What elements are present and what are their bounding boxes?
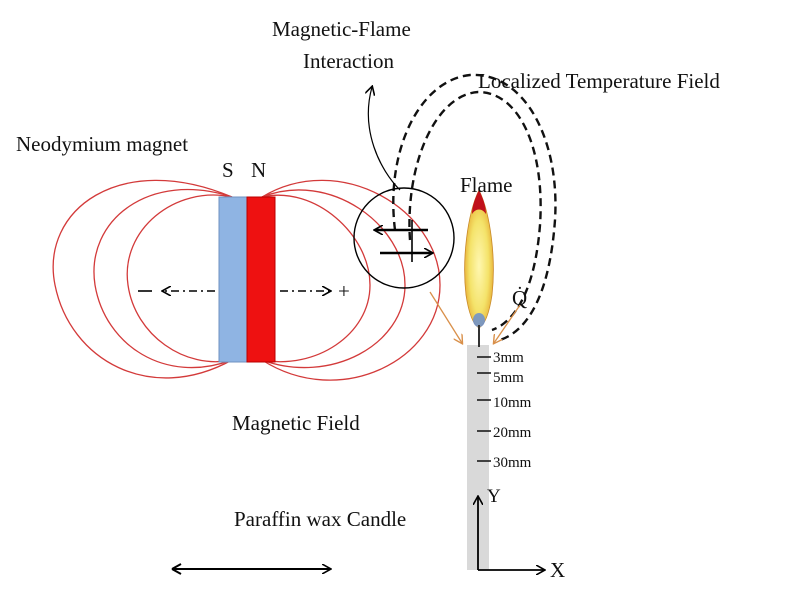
- height-ticks: [477, 356, 491, 462]
- tick-label: 5mm: [493, 370, 524, 386]
- heat-arrow-right: [494, 304, 521, 343]
- flame-tip: [472, 190, 486, 214]
- pole-n-label: N: [251, 158, 266, 182]
- axis-x-label: X: [550, 558, 565, 582]
- candle-body: [467, 345, 489, 570]
- flame-label: Flame: [460, 173, 513, 197]
- heat-label: Q̇: [512, 286, 527, 310]
- flame-blue-base: [473, 313, 485, 327]
- candle-label: Paraffin wax Candle: [234, 507, 406, 531]
- interaction-circle: [353, 187, 455, 289]
- temperature-field-loops: [392, 73, 557, 342]
- interaction-label-2: Interaction: [303, 49, 394, 73]
- tick-label: 10mm: [493, 395, 532, 411]
- plus-sign: +: [338, 279, 350, 303]
- flame-shape: [464, 189, 494, 329]
- tick-label: 3mm: [493, 350, 524, 366]
- tick-label: 30mm: [493, 455, 532, 471]
- temperature-field-label: Localized Temperature Field: [478, 69, 720, 93]
- field-lines-right: [261, 179, 441, 381]
- pole-s-label: S: [222, 158, 234, 182]
- axis-y-label: Y: [487, 486, 501, 507]
- movement-arrow-left-head: [171, 563, 182, 575]
- interaction-label-1: Magnetic-Flame: [272, 17, 411, 41]
- interaction-pointer: [368, 87, 401, 191]
- field-lines-left: [52, 179, 233, 379]
- magnet-pole-s: [218, 196, 248, 363]
- magnetic-field-label: Magnetic Field: [232, 411, 360, 435]
- magnet-pole-n: [246, 196, 276, 363]
- magnet-label: Neodymium magnet: [16, 132, 188, 156]
- heat-arrow-left: [429, 291, 462, 343]
- tick-label: 20mm: [493, 425, 532, 441]
